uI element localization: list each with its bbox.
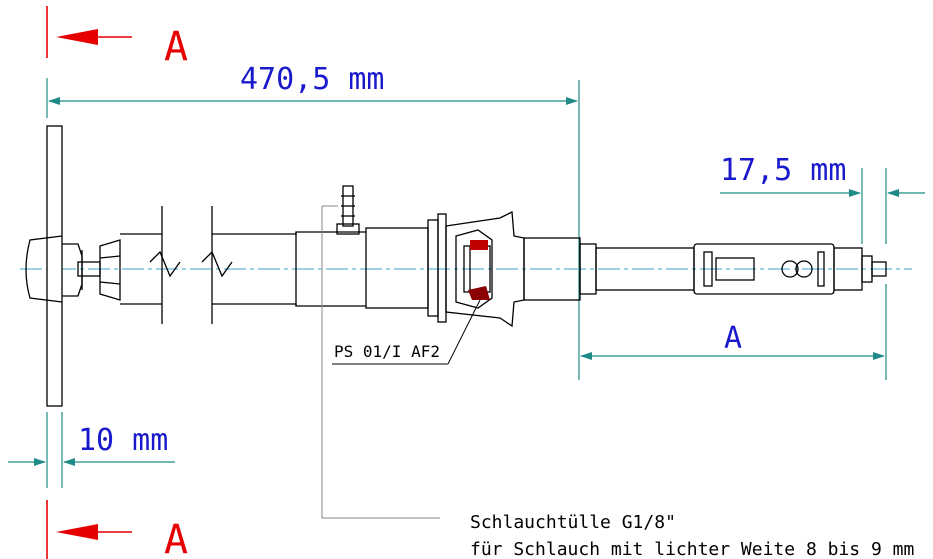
coupling-detail — [468, 240, 490, 300]
dimension-overall-label: 470,5 mm — [240, 62, 385, 97]
dimension-section-label: A — [724, 321, 742, 356]
hose-fitting-label: Schlauchtülle G1/8" — [470, 512, 676, 533]
section-mark-top: A — [46, 6, 188, 70]
probe-assembly — [25, 125, 887, 407]
part-code-callout: PS 01/I AF2 — [332, 299, 481, 365]
dimension-end-length: 17,5 mm — [720, 153, 925, 244]
section-arrow-icon — [56, 524, 98, 540]
section-letter-bottom: A — [164, 517, 188, 559]
dimension-end-label: 17,5 mm — [720, 153, 846, 188]
section-arrow-icon — [56, 29, 98, 45]
dimension-overall-length: 470,5 mm — [46, 62, 580, 300]
hose-spec-label: für Schlauch mit lichter Weite 8 bis 9 m… — [470, 539, 914, 559]
section-mark-bottom: A — [46, 500, 188, 559]
section-letter-top: A — [164, 24, 188, 70]
part-code-label: PS 01/I AF2 — [334, 342, 440, 361]
hose-fitting-callout: Schlauchtülle G1/8" für Schlauch mit lic… — [321, 205, 914, 559]
dimension-flange-label: 10 mm — [78, 423, 168, 458]
dimension-section-length: A — [578, 284, 887, 380]
dimension-flange-thickness: 10 mm — [8, 412, 175, 488]
